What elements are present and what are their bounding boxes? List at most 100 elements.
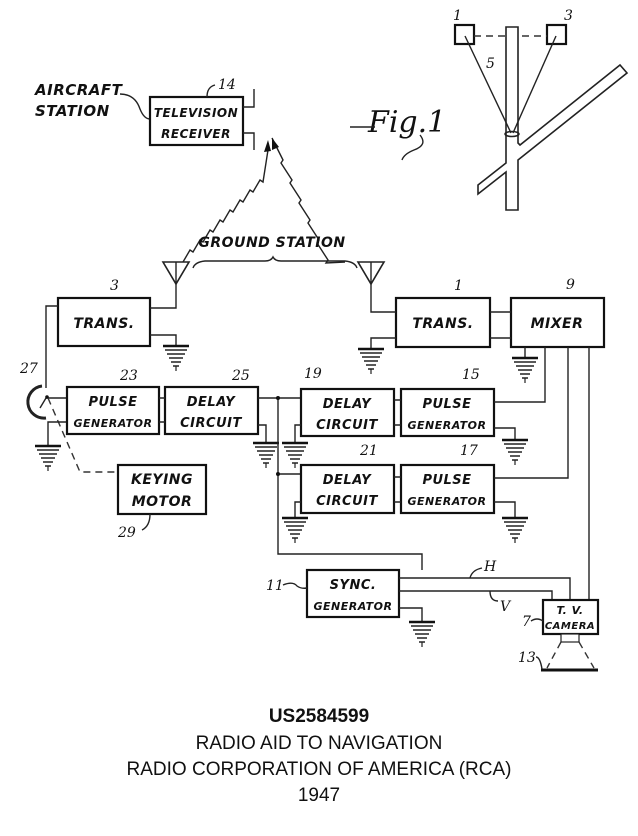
block-delay-circuit-21: DELAY CIRCUIT 21 (299, 443, 396, 515)
ref-1: 1 (454, 278, 463, 294)
block-tv-receiver: TELEVISION RECEIVER 14 (148, 77, 245, 147)
delay-21-label-1: DELAY (323, 473, 373, 488)
patent-year: 1947 (297, 785, 341, 806)
patent-title: RADIO AID TO NAVIGATION (195, 733, 443, 754)
inset-beam-1 (464, 35, 512, 134)
trans-1-label: TRANS. (412, 316, 473, 332)
ref-3: 3 (110, 278, 119, 294)
ground-icon (33, 444, 63, 473)
ref-21: 21 (359, 443, 378, 459)
block-pulse-generator-17: PULSE GENERATOR 17 (399, 443, 496, 515)
figure-label-flourish (350, 126, 424, 161)
ref-11: 11 (266, 578, 284, 594)
beam-arrow-left (264, 140, 271, 152)
tv-camera-label-1: T. V. (556, 604, 583, 617)
ref-29: 29 (117, 525, 136, 541)
patent-diagram: 1 3 5 Fig.1 AIRCRAFT STATION TELEVISION … (19, 8, 629, 672)
inset-aircraft (504, 130, 520, 138)
block-sync-generator: SYNC. GENERATOR 11 (266, 568, 401, 619)
ref-7: 7 (522, 614, 531, 630)
ref-17: 17 (460, 443, 478, 459)
inset-runways (477, 26, 629, 211)
pulse-gen-15-to-mixer (494, 347, 546, 440)
ground-icon (161, 344, 191, 373)
trans-3-wiring (150, 284, 177, 345)
ref-14: 14 (218, 77, 236, 93)
block-delay-circuit-19: DELAY CIRCUIT 19 (299, 366, 396, 438)
inset-transmitter-3 (545, 23, 568, 46)
radio-beam-left (182, 149, 269, 263)
pulse-gen-23-label-2: GENERATOR (73, 417, 152, 430)
airport-inset: 1 3 5 (453, 8, 629, 211)
ref-15: 15 (462, 367, 480, 383)
antenna-left-icon (162, 261, 190, 285)
ref-inset-3: 3 (564, 8, 573, 24)
ground-station-label: GROUND STATION (198, 235, 345, 251)
beam-arrow-right (272, 138, 279, 150)
mixer-label: MIXER (531, 316, 584, 332)
keying-motor-label-2: MOTOR (132, 494, 193, 510)
ref-inset-5: 5 (486, 56, 495, 72)
block-delay-circuit-25: DELAY CIRCUIT 25 (163, 368, 260, 436)
ref-v: V (500, 599, 512, 615)
ref-27: 27 (19, 361, 38, 377)
tv-receiver-label-1: TELEVISION (154, 106, 238, 120)
ground-icon (251, 441, 281, 470)
ref-h: H (483, 559, 497, 575)
block-trans-3: TRANS. 3 (56, 278, 152, 348)
block-tv-camera: T. V. CAMERA 7 (522, 598, 600, 636)
ground-icon (407, 620, 437, 649)
ground-station-brace (192, 255, 358, 269)
radio-beam-right (271, 137, 346, 264)
ground-icon (356, 347, 386, 376)
tv-camera-label-2: CAMERA (545, 621, 595, 632)
ground-icon (500, 516, 530, 545)
ref-25: 25 (231, 368, 250, 384)
pulse-gen-23-label-1: PULSE (88, 395, 137, 410)
pulse-gen-15-label-2: GENERATOR (407, 419, 486, 432)
ref-13: 13 (518, 650, 536, 666)
block-mixer: MIXER 9 (509, 277, 606, 349)
aircraft-leader (119, 93, 151, 120)
ground-icon (280, 516, 310, 545)
keying-motor-label-1: KEYING (131, 472, 193, 488)
switch-arm (39, 397, 67, 409)
pulse-gen-17-to-mixer (494, 347, 569, 518)
trans-3-to-switch (45, 305, 58, 388)
sync-h-v-lines (399, 577, 571, 600)
antenna-right-icon (357, 261, 385, 285)
mixer-wiring (490, 311, 526, 358)
ref-23: 23 (119, 368, 138, 384)
camera-lens (560, 633, 580, 643)
sync-gen-label-1: SYNC. (330, 578, 377, 593)
ref-inset-1: 1 (453, 8, 462, 24)
ref-9: 9 (566, 277, 575, 293)
block-pulse-generator-15: PULSE GENERATOR 15 (399, 367, 496, 438)
delay-25-label-2: CIRCUIT (180, 416, 242, 431)
block-pulse-generator-23: PULSE GENERATOR 23 (65, 368, 161, 436)
ground-icon (510, 356, 540, 385)
trans-1-wiring (370, 284, 396, 348)
trans-3-label: TRANS. (73, 316, 134, 332)
delay-21-label-2: CIRCUIT (316, 494, 378, 509)
delay-19-label-1: DELAY (323, 397, 373, 412)
block-trans-1: TRANS. 1 (394, 278, 492, 349)
delay-19-label-2: CIRCUIT (316, 418, 378, 433)
pulse-gen-17-label-2: GENERATOR (407, 495, 486, 508)
inset-beam-3 (512, 35, 557, 134)
pulse-gen-15-label-1: PULSE (422, 397, 471, 412)
pulse-gen-17-label-1: PULSE (422, 473, 471, 488)
block-keying-motor: KEYING MOTOR 29 (116, 463, 208, 541)
aircraft-label-line2: STATION (35, 102, 110, 120)
commutator-switch-27 (26, 384, 47, 420)
ref-19: 19 (304, 366, 322, 382)
camera-view-cone (546, 641, 595, 669)
inset-transmitter-1 (453, 23, 476, 46)
aircraft-label-line1: AIRCRAFT (34, 81, 124, 99)
patent-assignee: RADIO CORPORATION OF AMERICA (RCA) (126, 759, 512, 780)
patent-number: US2584599 (268, 706, 370, 727)
delay-25-label-1: DELAY (187, 395, 237, 410)
tv-receiver-antenna-leads (243, 89, 255, 150)
figure-label: Fig.1 (367, 105, 446, 140)
sync-gen-label-2: GENERATOR (313, 600, 392, 613)
